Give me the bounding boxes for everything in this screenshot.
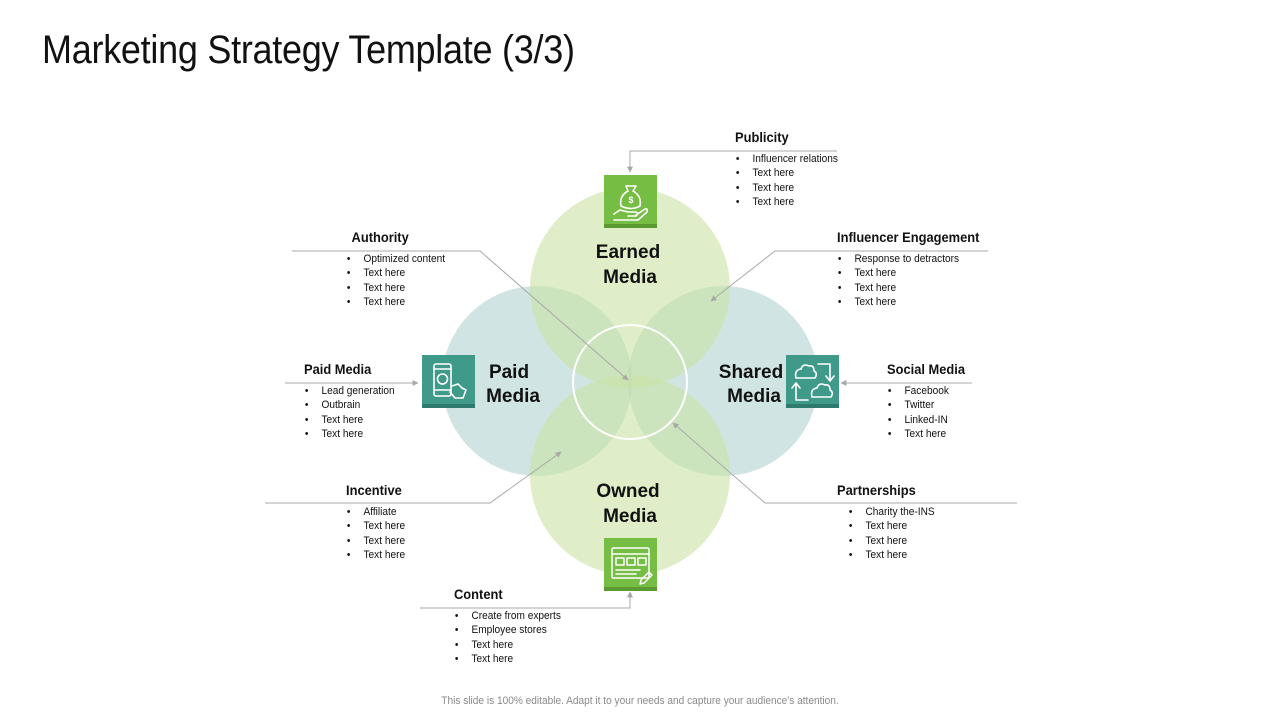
owned-media-label-line2: Media	[603, 506, 657, 527]
earned-media-label-line2: Media	[603, 267, 657, 288]
content-connector	[420, 591, 633, 609]
svg-text:$: $	[628, 195, 633, 205]
content-item: Create from experts	[454, 609, 561, 624]
mobile-payment-icon	[422, 355, 475, 408]
publicity-item: Text here	[735, 195, 838, 210]
publicity-item: Text here	[735, 181, 838, 196]
authority-item: Text here	[346, 295, 445, 310]
content-item: Text here	[454, 652, 561, 667]
authority-block: Authority Optimized content Text here Te…	[346, 229, 454, 310]
content-item: Text here	[454, 638, 561, 653]
paid-media-item: Lead generation	[304, 384, 395, 399]
owned-media-label-line1: Owned	[596, 481, 659, 502]
footer-note: This slide is 100% editable. Adapt it to…	[441, 695, 839, 707]
partnerships-connector	[672, 422, 1017, 504]
paid-media-block: Paid Media Lead generation Outbrain Text…	[304, 361, 403, 442]
content-block: Content Create from experts Employee sto…	[454, 586, 570, 667]
web-browser-icon	[604, 538, 657, 591]
authority-item: Optimized content	[346, 252, 445, 267]
authority-item: Text here	[346, 266, 445, 281]
shared-media-label-line1: Shared	[719, 362, 783, 383]
authority-heading: Authority	[351, 229, 409, 245]
money-bag-hand-icon: $	[604, 175, 657, 228]
owned-media-circle	[530, 375, 730, 575]
influencer-connector	[710, 250, 988, 302]
publicity-heading: Publicity	[735, 129, 789, 145]
publicity-item: Text here	[735, 166, 838, 181]
authority-connector	[292, 250, 629, 381]
partnerships-item: Text here	[848, 534, 935, 549]
earned-media-label-line1: Earned	[596, 242, 660, 263]
content-heading: Content	[454, 586, 503, 602]
influencer-engagement-item: Text here	[837, 266, 979, 281]
social-media-item: Twitter	[887, 398, 965, 413]
incentive-block: Incentive Affiliate Text here Text here …	[346, 482, 410, 563]
incentive-item: Text here	[346, 519, 405, 534]
incentive-connector	[265, 451, 562, 504]
paid-media-item: Text here	[304, 413, 395, 428]
social-media-block: Social Media Facebook Twitter Linked-IN …	[887, 361, 972, 442]
paid-media-label-line2: Media	[486, 386, 540, 407]
influencer-engagement-item: Response to detractors	[837, 252, 979, 267]
influencer-engagement-block: Influencer Engagement Response to detrac…	[837, 229, 992, 310]
paid-media-item: Outbrain	[304, 398, 395, 413]
partnerships-block: Partnerships Charity the-INS Text here T…	[837, 482, 942, 563]
influencer-engagement-item: Text here	[837, 281, 979, 296]
partnerships-item: Text here	[848, 548, 935, 563]
cloud-share-icon	[786, 355, 839, 408]
publicity-item: Influencer relations	[735, 152, 838, 167]
paid-media-heading: Paid Media	[304, 361, 372, 377]
partnerships-item: Text here	[848, 519, 935, 534]
incentive-item: Text here	[346, 548, 405, 563]
social-media-item: Text here	[887, 427, 965, 442]
incentive-item: Text here	[346, 534, 405, 549]
center-ring	[572, 324, 688, 440]
paid-media-label-line1: Paid	[489, 362, 529, 383]
partnerships-item: Charity the-INS	[848, 505, 935, 520]
social-media-item: Linked-IN	[887, 413, 965, 428]
content-item: Employee stores	[454, 623, 561, 638]
influencer-engagement-heading: Influencer Engagement	[837, 229, 980, 245]
incentive-item: Affiliate	[346, 505, 405, 520]
shared-media-label-line2: Media	[727, 386, 781, 407]
page-title: Marketing Strategy Template (3/3)	[42, 28, 575, 72]
influencer-engagement-item: Text here	[837, 295, 979, 310]
authority-item: Text here	[346, 281, 445, 296]
social-media-item: Facebook	[887, 384, 965, 399]
social-media-heading: Social Media	[887, 361, 966, 377]
publicity-connector	[627, 150, 837, 173]
paid-media-item: Text here	[304, 427, 395, 442]
incentive-heading: Incentive	[346, 482, 402, 498]
publicity-block: Publicity Influencer relations Text here…	[735, 129, 847, 210]
partnerships-heading: Partnerships	[837, 482, 916, 498]
